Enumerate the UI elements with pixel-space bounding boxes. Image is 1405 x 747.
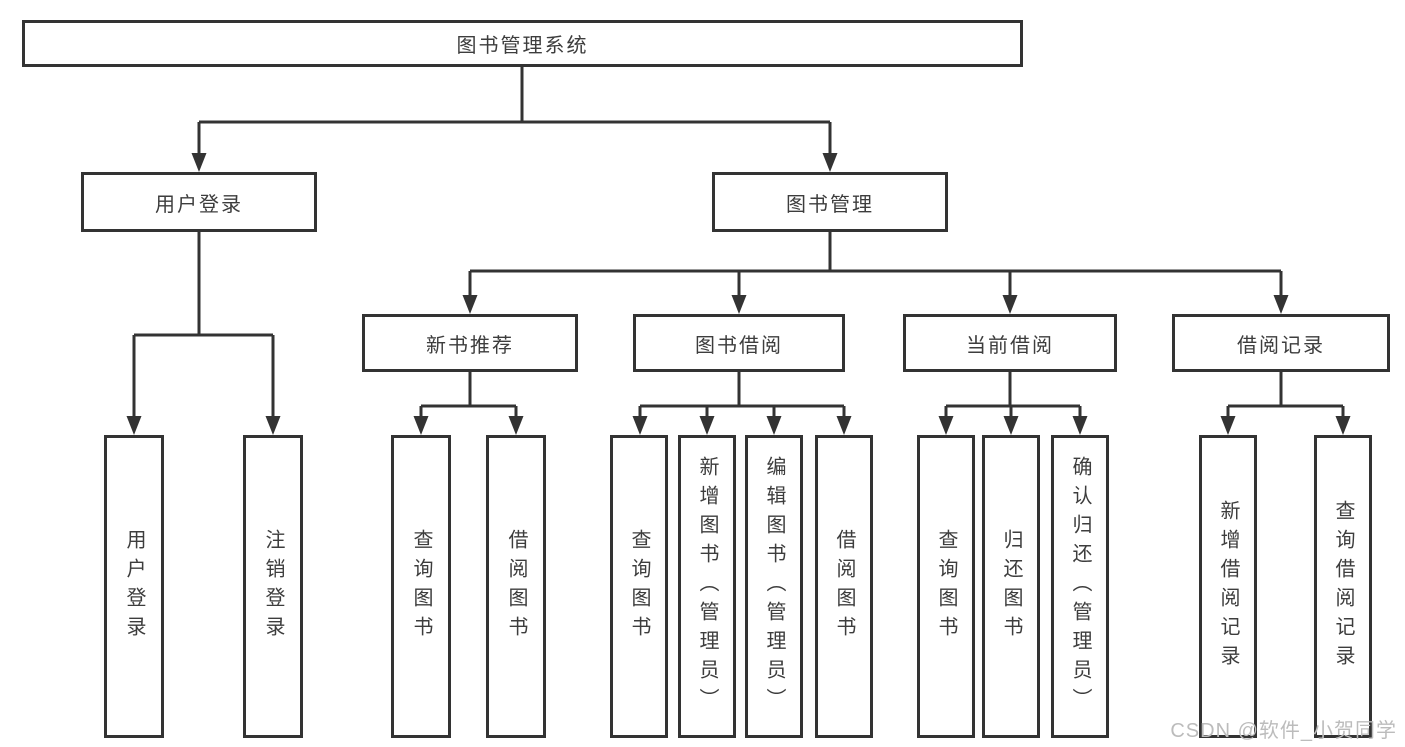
node-borrow-records: 借阅记录 <box>1172 314 1390 372</box>
leaf-label: 归还图书 <box>1000 528 1022 645</box>
leaf-label: 借阅图书 <box>833 528 855 645</box>
leaf-query-books-current: 查询图书 <box>917 435 975 738</box>
watermark: CSDN @软件_小贺同学 <box>1170 720 1397 742</box>
leaf-borrow-books-borrow: 借阅图书 <box>815 435 873 738</box>
node-new-books: 新书推荐 <box>362 314 578 372</box>
leaf-return-book: 归还图书 <box>982 435 1040 738</box>
leaf-add-book-admin: 新增图书（管理员） <box>678 435 736 738</box>
leaf-label: 新增图书（管理员） <box>696 456 718 717</box>
leaf-label: 查询借阅记录 <box>1332 499 1354 674</box>
node-book-mgmt-group: 图书管理 <box>712 172 948 232</box>
node-root: 图书管理系统 <box>22 20 1023 67</box>
leaf-label: 查询图书 <box>628 528 650 645</box>
leaf-label: 确认归还（管理员） <box>1069 456 1091 717</box>
node-book-borrow: 图书借阅 <box>633 314 845 372</box>
leaf-query-books-borrow: 查询图书 <box>610 435 668 738</box>
leaf-label: 编辑图书（管理员） <box>763 456 785 717</box>
leaf-label: 查询图书 <box>410 528 432 645</box>
leaf-label: 借阅图书 <box>505 528 527 645</box>
leaf-add-borrow-record: 新增借阅记录 <box>1199 435 1257 738</box>
node-user-login-group: 用户登录 <box>81 172 317 232</box>
leaf-label: 用户登录 <box>123 528 145 645</box>
arrowhead-icons <box>126 153 1351 435</box>
leaf-query-borrow-record: 查询借阅记录 <box>1314 435 1372 738</box>
leaf-edit-book-admin: 编辑图书（管理员） <box>745 435 803 738</box>
leaf-label: 新增借阅记录 <box>1217 499 1239 674</box>
leaf-label: 注销登录 <box>262 528 284 645</box>
leaf-logout: 注销登录 <box>243 435 303 738</box>
leaf-query-books-newbooks: 查询图书 <box>391 435 451 738</box>
leaf-borrow-books-newbooks: 借阅图书 <box>486 435 546 738</box>
node-current-borrow: 当前借阅 <box>903 314 1117 372</box>
leaf-label: 查询图书 <box>935 528 957 645</box>
leaf-confirm-return-admin: 确认归还（管理员） <box>1051 435 1109 738</box>
leaf-user-login: 用户登录 <box>104 435 164 738</box>
